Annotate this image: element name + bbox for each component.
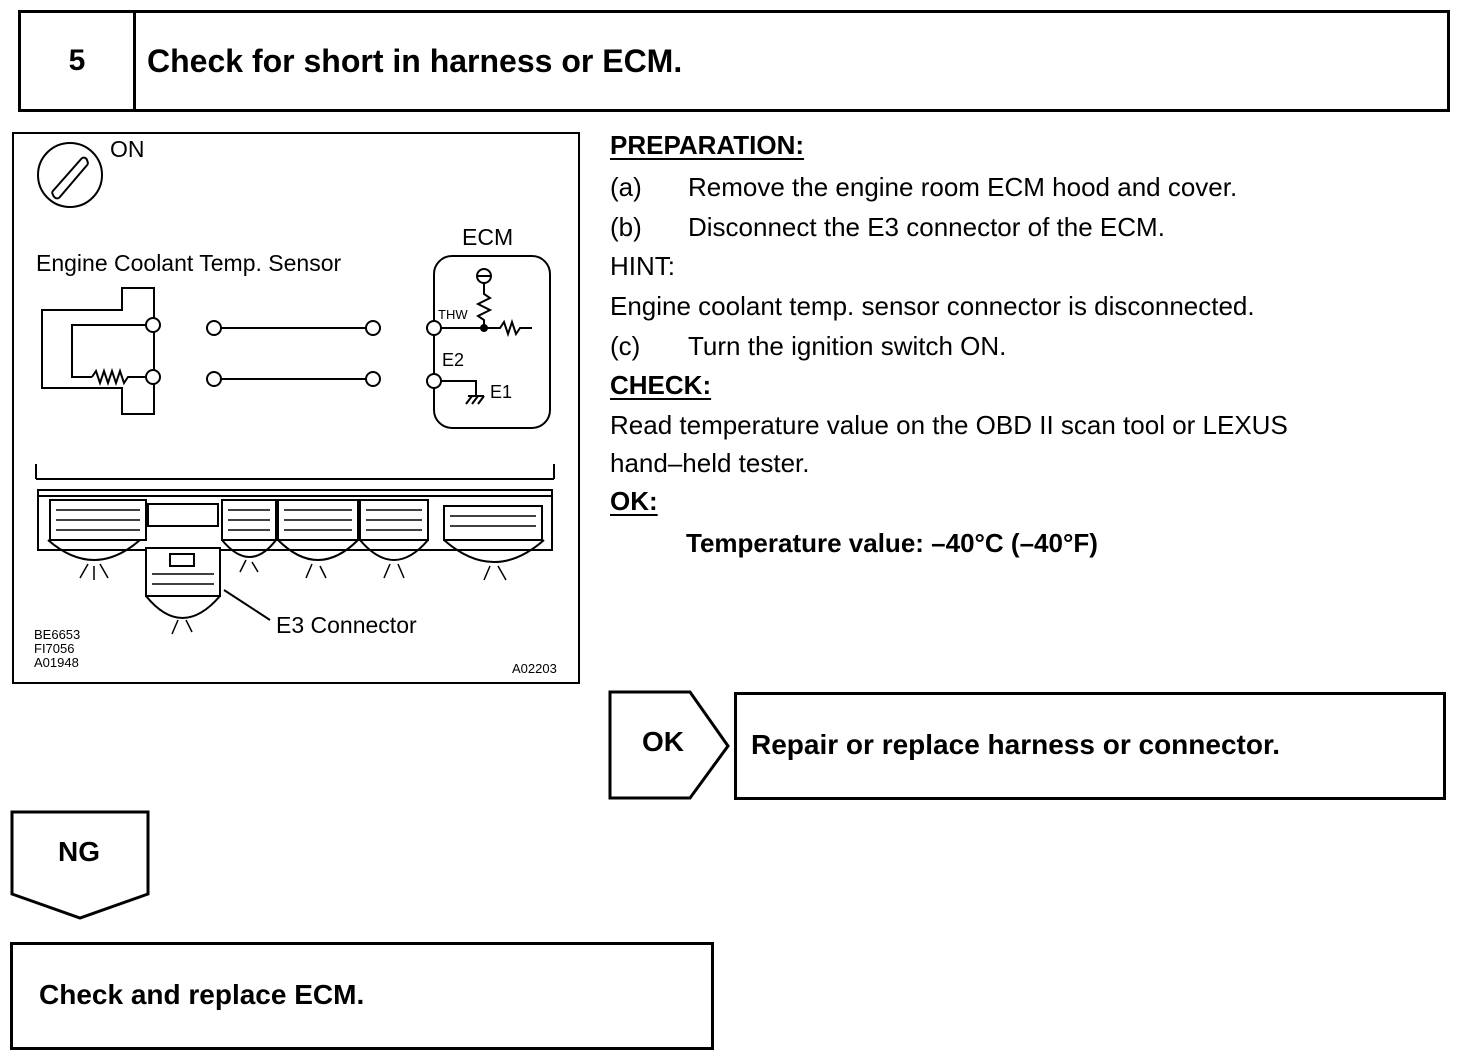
e2-label: E2	[442, 350, 465, 370]
sensor-resistor	[91, 367, 152, 387]
step-a-marker: (a)	[610, 172, 642, 202]
ok-value: Temperature value: –40°C (–40°F)	[686, 528, 1098, 558]
e3-connector	[145, 547, 271, 635]
step-c-text: Turn the ignition switch ON.	[688, 331, 1007, 361]
step-title: Check for short in harness or ECM.	[147, 43, 683, 79]
step-a: (a) Remove the engine room ECM hood and c…	[610, 172, 1237, 203]
step-number: 5	[21, 13, 136, 109]
ecm-label: ECM	[462, 224, 514, 250]
ignition-on-label: ON	[110, 136, 145, 162]
ecm-connector-block	[35, 464, 555, 581]
check-text-1: Read temperature value on the OBD II sca…	[610, 410, 1288, 440]
step-c: (c) Turn the ignition switch ON.	[610, 331, 1006, 362]
e1-label: E1	[490, 382, 513, 402]
wiring-diagram	[35, 142, 555, 635]
ng-arrow-tag	[10, 810, 150, 920]
check-text-2: hand–held tester.	[610, 448, 810, 478]
e3-connector-label: E3 Connector	[276, 612, 417, 638]
step-c-marker: (c)	[610, 331, 641, 361]
ok-action-text: Repair or replace harness or connector.	[751, 729, 1281, 760]
ok-heading: OK:	[610, 486, 658, 516]
check-heading: CHECK:	[610, 370, 712, 400]
step-a-text: Remove the engine room ECM hood and cove…	[688, 172, 1238, 202]
sensor-inner-wire	[71, 324, 152, 378]
ok-action-box: Repair or replace harness or connector.	[734, 692, 1446, 800]
ng-action-box: Check and replace ECM.	[10, 942, 714, 1050]
step-header: 5 Check for short in harness or ECM.	[18, 10, 1450, 112]
thw-label: THW	[438, 307, 468, 322]
sensor-label: Engine Coolant Temp. Sensor	[36, 250, 342, 276]
ecm-box	[433, 255, 551, 429]
figure-code-2: FI7056	[34, 641, 75, 656]
step-b-marker: (b)	[610, 212, 642, 242]
step-b-text: Disconnect the E3 connector of the ECM.	[688, 212, 1165, 242]
sensor-body	[41, 287, 155, 415]
hint-heading: HINT:	[610, 251, 675, 281]
figure-id: A02203	[512, 661, 557, 676]
hint-text: Engine coolant temp. sensor connector is…	[610, 291, 1255, 321]
step-b: (b) Disconnect the E3 connector of the EC…	[610, 212, 1165, 243]
ignition-key-icon	[37, 142, 103, 208]
ng-action-text: Check and replace ECM.	[39, 979, 365, 1010]
ok-label: OK	[642, 726, 684, 757]
wiring-figure: ON Engine Coolant Temp. Sensor ECM THW E…	[12, 132, 580, 684]
preparation-heading: PREPARATION:	[610, 130, 805, 160]
ng-label: NG	[58, 836, 100, 867]
figure-code-3: A01948	[34, 655, 79, 670]
figure-code-1: BE6653	[34, 627, 81, 642]
ok-arrow-tag	[608, 690, 730, 800]
